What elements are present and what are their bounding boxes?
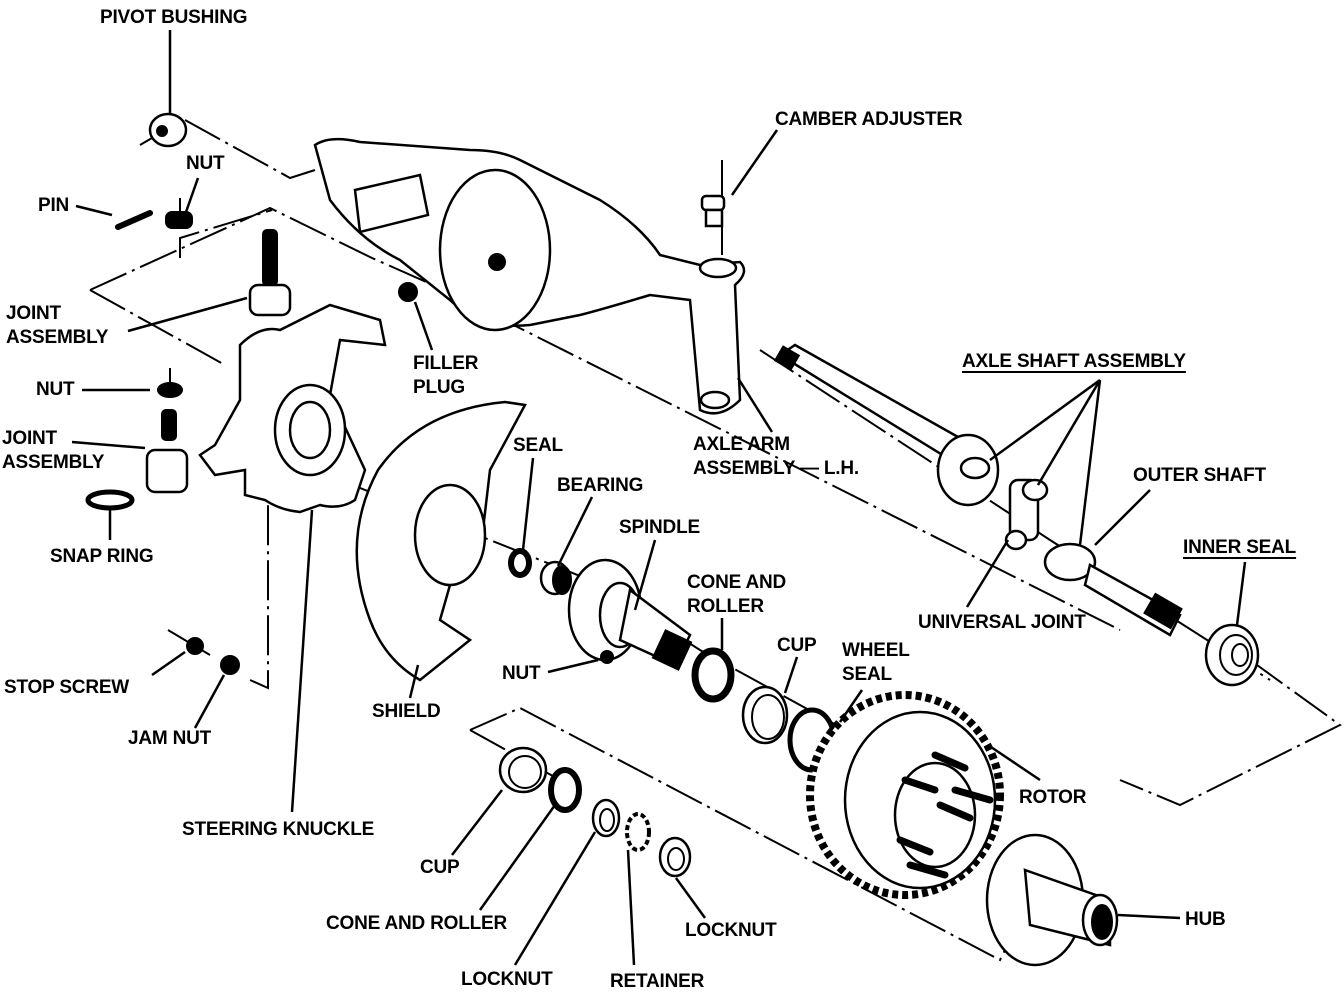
label-axle-arm-assembly: AXLE ARM ASSEMBLY — L.H. (693, 434, 859, 479)
locknut-left-part (591, 798, 621, 838)
label-snap-ring: SNAP RING (50, 546, 154, 567)
cup-lower-part (498, 746, 548, 794)
label-inner-seal: INNER SEAL (1183, 537, 1297, 558)
inner-seal-part (1204, 623, 1260, 687)
pivot-bushing-part (139, 112, 188, 148)
label-pivot-bushing: PIVOT BUSHING (100, 7, 248, 28)
nut-mid-part (157, 368, 183, 398)
label-cone-and-roller-lower: CONE AND ROLLER (326, 913, 508, 934)
label-spindle: SPINDLE (619, 517, 700, 538)
pin-part (115, 210, 153, 230)
retainer-part (625, 812, 651, 852)
label-shield: SHIELD (372, 701, 441, 722)
label-joint-assembly-upper: JOINT ASSEMBLY (6, 303, 109, 348)
nut-top-part (165, 198, 193, 229)
snap-ring-part (85, 489, 135, 511)
label-stop-screw: STOP SCREW (4, 677, 130, 698)
cone-and-roller-upper-part (691, 647, 735, 703)
rotor-part (806, 691, 1004, 899)
axle-arm-part (313, 137, 746, 415)
shield-part (355, 400, 527, 682)
filler-plug-part (398, 282, 418, 302)
label-cup-upper: CUP (777, 635, 817, 656)
label-nut-spindle: NUT (502, 663, 541, 684)
bearing-part (539, 560, 572, 596)
jam-nut-part (220, 655, 240, 675)
label-hub: HUB (1185, 909, 1226, 930)
label-universal-joint: UNIVERSAL JOINT (918, 612, 1086, 633)
label-nut-top: NUT (186, 153, 225, 174)
steering-knuckle-part (198, 303, 387, 514)
spindle-part (567, 558, 693, 671)
hub-part (985, 833, 1119, 967)
label-jam-nut: JAM NUT (128, 728, 212, 749)
outer-shaft-part (1043, 542, 1183, 637)
label-joint-assembly-lower: JOINT ASSEMBLY (2, 428, 105, 473)
label-rotor: ROTOR (1019, 787, 1087, 808)
label-steering-knuckle: STEERING KNUCKLE (182, 819, 375, 840)
label-retainer: RETAINER (610, 971, 705, 992)
joint-assembly-upper-part (248, 229, 292, 317)
label-locknut-right: LOCKNUT (685, 920, 777, 941)
locknut-right-part (658, 836, 692, 878)
camber-adjuster-part (700, 194, 726, 228)
label-cup-lower: CUP (420, 857, 460, 878)
label-locknut-left: LOCKNUT (461, 969, 553, 990)
seal-part (508, 548, 532, 578)
label-filler-plug: FILLER PLUG (413, 353, 479, 398)
label-cone-and-roller-upper: CONE AND ROLLER (687, 572, 787, 617)
universal-joint-part (1004, 478, 1049, 551)
label-camber-adjuster: CAMBER ADJUSTER (775, 109, 963, 130)
leader-lines (71, 30, 1247, 966)
cone-and-roller-lower-part (548, 767, 582, 813)
label-bearing: BEARING (557, 475, 644, 496)
stop-screw-part (167, 629, 211, 656)
label-axle-shaft-assembly: AXLE SHAFT ASSEMBLY (962, 351, 1186, 372)
label-pin: PIN (38, 195, 70, 216)
label-wheel-seal: WHEEL SEAL (842, 640, 910, 685)
label-outer-shaft: OUTER SHAFT (1133, 465, 1266, 486)
axle-shaft-part (773, 343, 1000, 507)
joint-assembly-lower-part (145, 409, 189, 494)
cup-upper-part (741, 685, 789, 745)
label-seal: SEAL (513, 435, 563, 456)
label-nut-mid: NUT (36, 379, 75, 400)
